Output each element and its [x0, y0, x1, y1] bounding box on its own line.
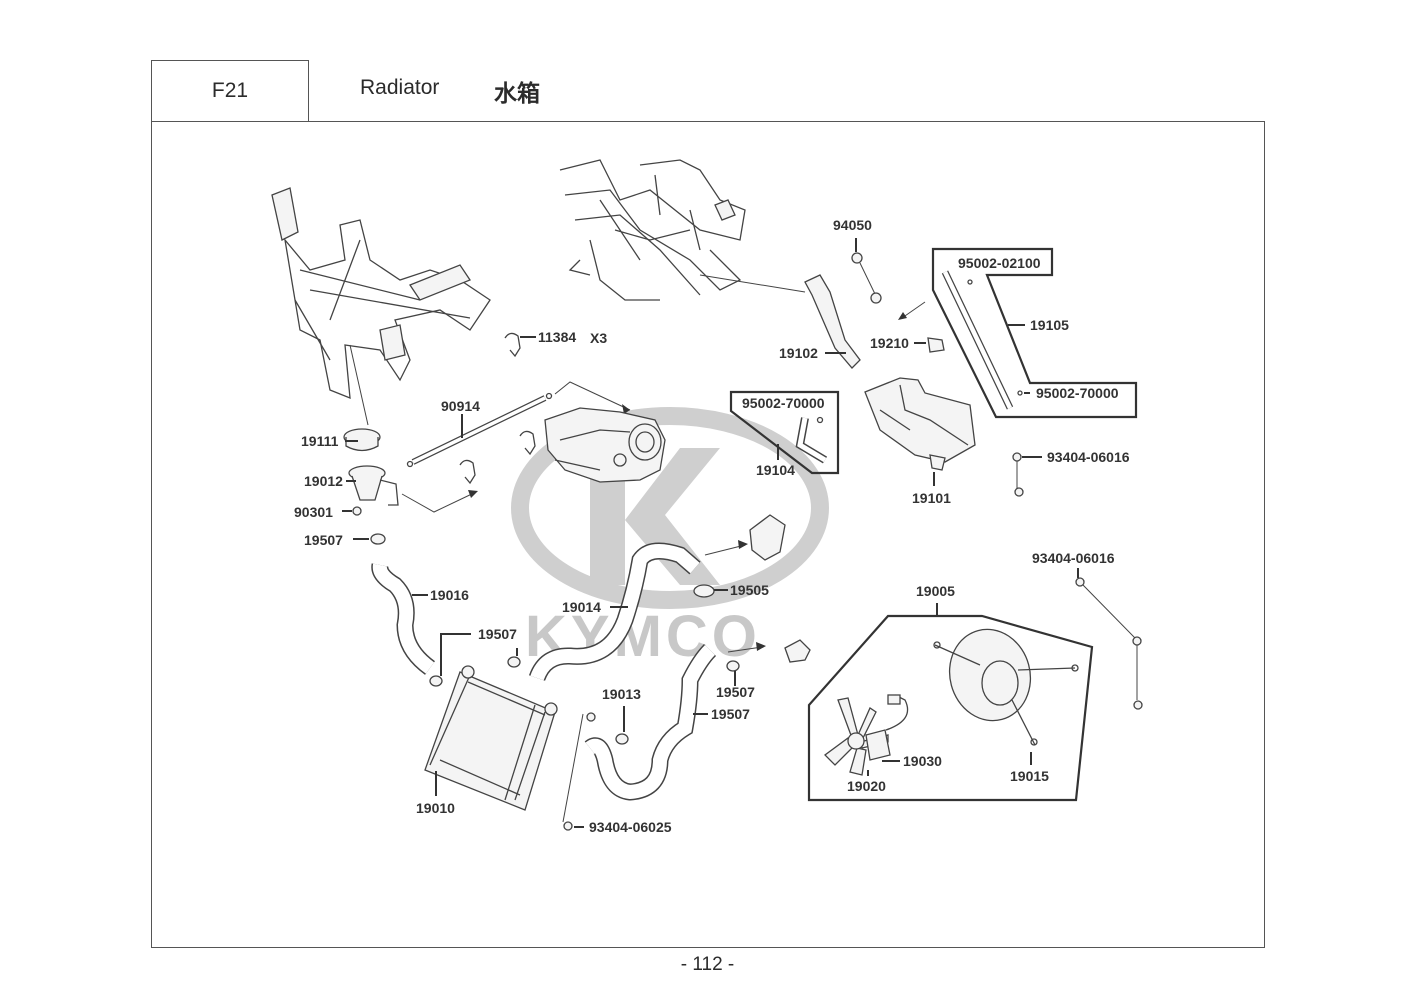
pipe-bracket-illustration	[804, 274, 861, 369]
callout-19210: 19210	[870, 335, 909, 351]
callout-94050: 94050	[833, 217, 872, 233]
callout-93404-06016-a: 93404-06016	[1047, 449, 1130, 465]
callout-93404-06016-b: 93404-06016	[1032, 550, 1115, 566]
frame-chassis-center-illustration	[559, 159, 806, 301]
grommet-illustration	[927, 337, 945, 353]
reservoir-tank-illustration	[864, 377, 976, 471]
bolt-illustration	[1014, 487, 1024, 497]
callout-19105: 19105	[1030, 317, 1069, 333]
bolt-illustration	[1133, 700, 1143, 710]
callout-19015: 19015	[1010, 768, 1049, 784]
callout-11384: 11384	[538, 329, 576, 345]
hose-clamp-illustration	[370, 533, 386, 545]
callout-19505: 19505	[730, 582, 769, 598]
callout-19104: 19104	[756, 462, 795, 478]
hose-clamp-illustration	[429, 675, 443, 687]
water-pump-cover-illustration	[749, 514, 786, 561]
bolt-illustration	[563, 821, 573, 831]
callout-19010: 19010	[416, 800, 455, 816]
clip-part-illustration	[459, 332, 536, 485]
hose-clamp-illustration	[615, 733, 629, 745]
callout-11384-qty: X3	[590, 330, 607, 346]
group-box-19005	[807, 614, 1094, 802]
callout-19102: 19102	[779, 345, 818, 361]
callout-19507-a: 19507	[304, 532, 343, 548]
clip-illustration	[967, 279, 973, 285]
outlet-fitting-illustration	[784, 639, 811, 663]
callout-19101: 19101	[912, 490, 951, 506]
thermostat-housing-illustration	[544, 407, 666, 483]
hose-clamp-illustration	[726, 660, 740, 672]
group-box-19105	[931, 247, 1138, 419]
callout-19013: 19507	[711, 706, 750, 722]
nut-illustration	[851, 252, 863, 264]
bolt-illustration	[586, 712, 596, 722]
radiator-core-illustration	[424, 665, 558, 811]
group-box-19104	[729, 390, 840, 475]
callout-93404-06025: 93404-06025	[589, 819, 672, 835]
callout-95002-70000-a: 95002-70000	[1036, 385, 1119, 401]
callout-90301: 90301	[294, 504, 333, 520]
breather-tube-illustration	[406, 392, 553, 468]
callout-19507-b: 19507	[478, 626, 517, 642]
callout-19016: 19016	[430, 587, 469, 603]
frame-chassis-left-illustration	[271, 187, 491, 426]
diagram-frame	[151, 121, 1265, 948]
section-code-text: F21	[211, 79, 249, 102]
bolt-illustration	[1132, 636, 1142, 646]
radiator-cap-illustration	[343, 428, 381, 452]
callout-19012: 19012	[304, 473, 343, 489]
callout-90914: 90914	[441, 398, 480, 414]
callout-19507-c: 19507	[716, 684, 755, 700]
hose-clamp-illustration	[507, 656, 521, 668]
callout-19507-d: 19013	[602, 686, 641, 702]
nut-illustration	[870, 292, 882, 304]
bolt-illustration	[1075, 577, 1085, 587]
callout-19030: 19030	[903, 753, 942, 769]
fan-shroud-illustration	[933, 628, 1079, 746]
callout-19020: 19020	[847, 778, 886, 794]
clip-illustration	[1017, 390, 1023, 396]
page-title-en: Radiator	[360, 76, 440, 99]
callout-95002-02100: 95002-02100	[958, 255, 1041, 271]
nut-illustration	[352, 506, 362, 516]
hose-clamp-illustration	[693, 584, 715, 598]
page-number: - 112 -	[680, 954, 735, 975]
section-code: F21	[151, 60, 309, 121]
callout-95002-70000-b: 95002-70000	[742, 395, 825, 411]
page-title-cn: 水箱	[494, 80, 540, 106]
callout-19111: 19111	[301, 433, 339, 449]
filler-neck-illustration	[348, 465, 478, 513]
bolt-illustration	[1012, 452, 1022, 462]
callout-19005: 19005	[916, 583, 955, 599]
fan-blade-illustration	[824, 694, 909, 776]
callout-19014: 19014	[562, 599, 601, 615]
